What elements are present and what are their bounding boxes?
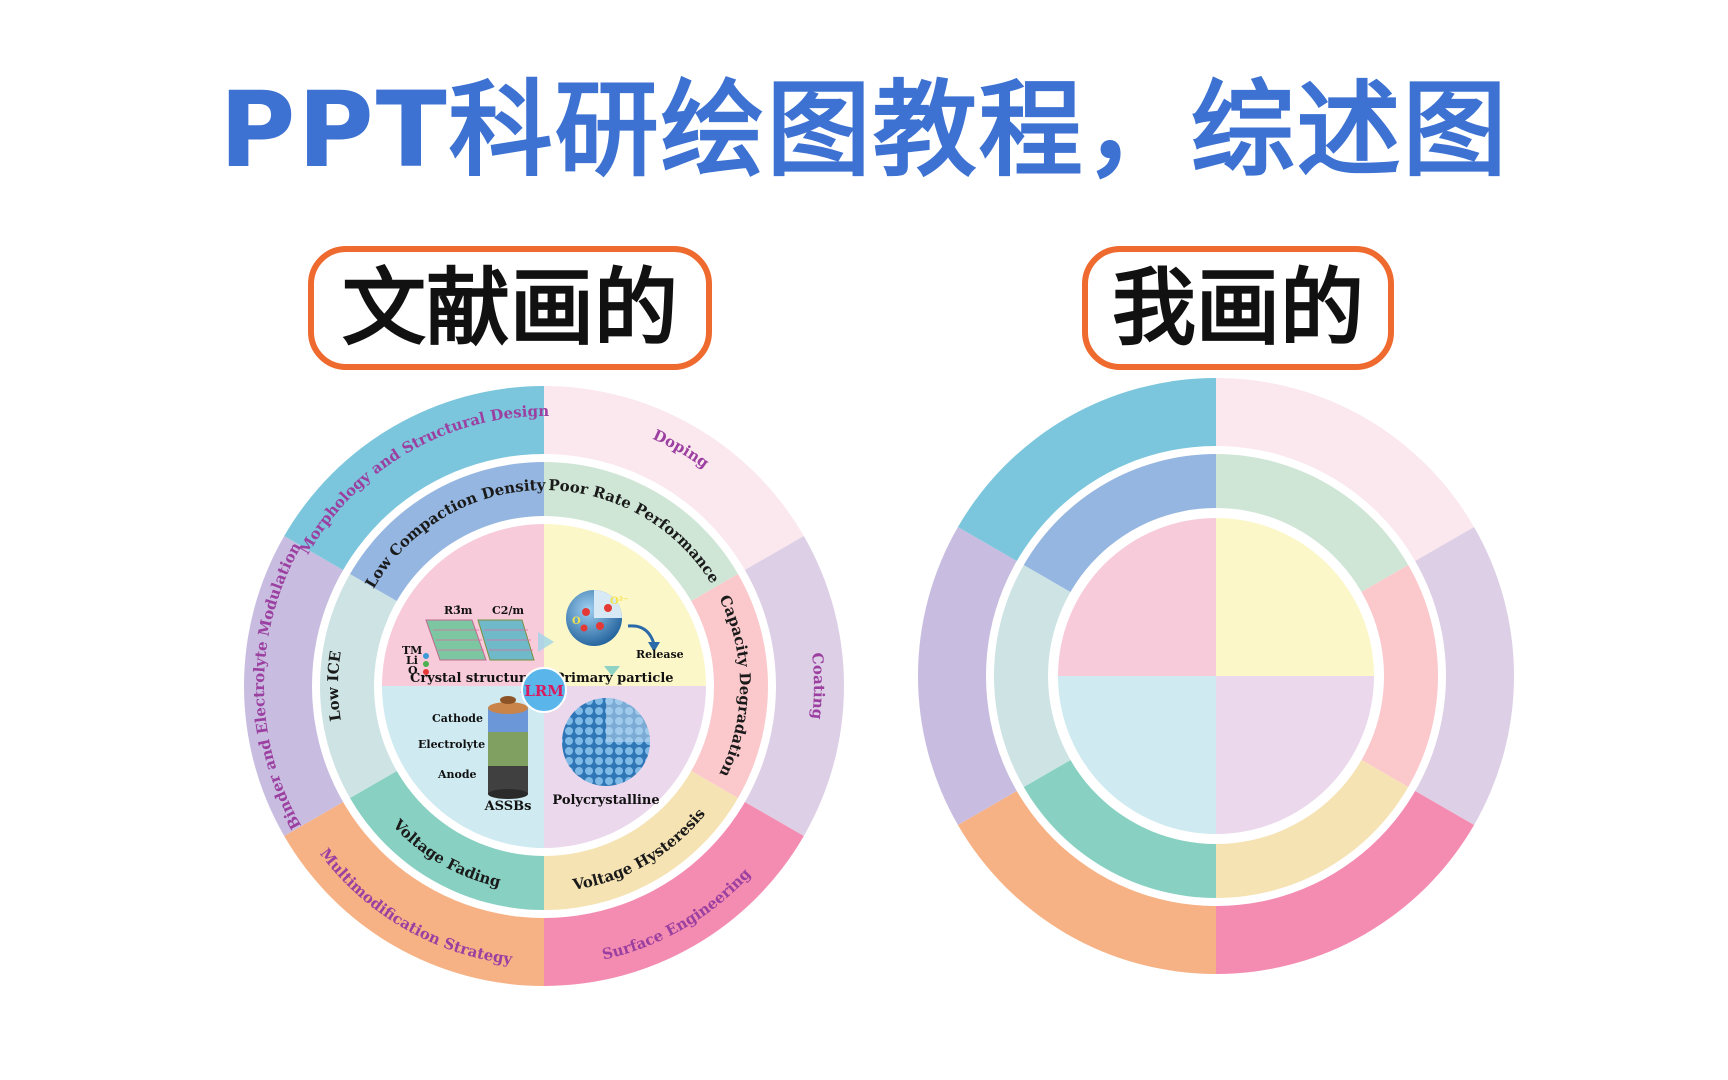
- particle-o2-label: O²⁻: [610, 596, 628, 607]
- crystal-structure-illustration: [423, 619, 554, 675]
- crystal-structure-label: Crystal structure: [410, 671, 534, 686]
- my-wheel-diagram: [917, 378, 1515, 974]
- lrm-center-label: LRM: [524, 682, 564, 700]
- polycrystalline-label: Polycrystalline: [552, 793, 659, 808]
- inner-quadrant-segment-4: [1058, 518, 1216, 676]
- inner-quadrant-segment-3: [1058, 676, 1216, 834]
- label-literature: 文献画的: [308, 246, 712, 370]
- middle-label-low-ice: Low ICE: [324, 650, 345, 723]
- outer-label-coating: Coating: [808, 652, 828, 721]
- lrm-center-badge: [521, 667, 567, 713]
- crystal-r3m-label: R3̄m: [444, 604, 473, 617]
- assb-anode-label: Anode: [437, 768, 477, 781]
- particle-o-label: O: [572, 616, 581, 627]
- literature-wheel-diagram: Doping Coating Surface Engineering Multi…: [243, 386, 845, 986]
- label-mine: 我画的: [1082, 246, 1394, 370]
- inner-quadrant-segment-2: [1216, 676, 1374, 834]
- primary-particle-label: Primary particle: [554, 671, 673, 686]
- crystal-c2m-label: C2/m: [492, 604, 524, 617]
- primary-particle-illustration: [566, 590, 660, 676]
- particle-release-label: Release: [636, 648, 684, 661]
- crystal-tm-label: TM: [402, 644, 422, 657]
- page-title: PPT科研绘图教程，综述图: [219, 69, 1509, 191]
- crystal-li-label: Li: [406, 654, 418, 667]
- inner-quadrant-segment-1: [1216, 518, 1374, 676]
- assb-cathode-label: Cathode: [432, 712, 483, 725]
- inner-quadrant-segment-1: [544, 524, 706, 686]
- assb-electrolyte-label: Electrolyte: [418, 738, 485, 751]
- polycrystalline-illustration: [562, 698, 650, 786]
- assb-label: ASSBs: [484, 799, 532, 814]
- crystal-o-label: O: [408, 664, 418, 677]
